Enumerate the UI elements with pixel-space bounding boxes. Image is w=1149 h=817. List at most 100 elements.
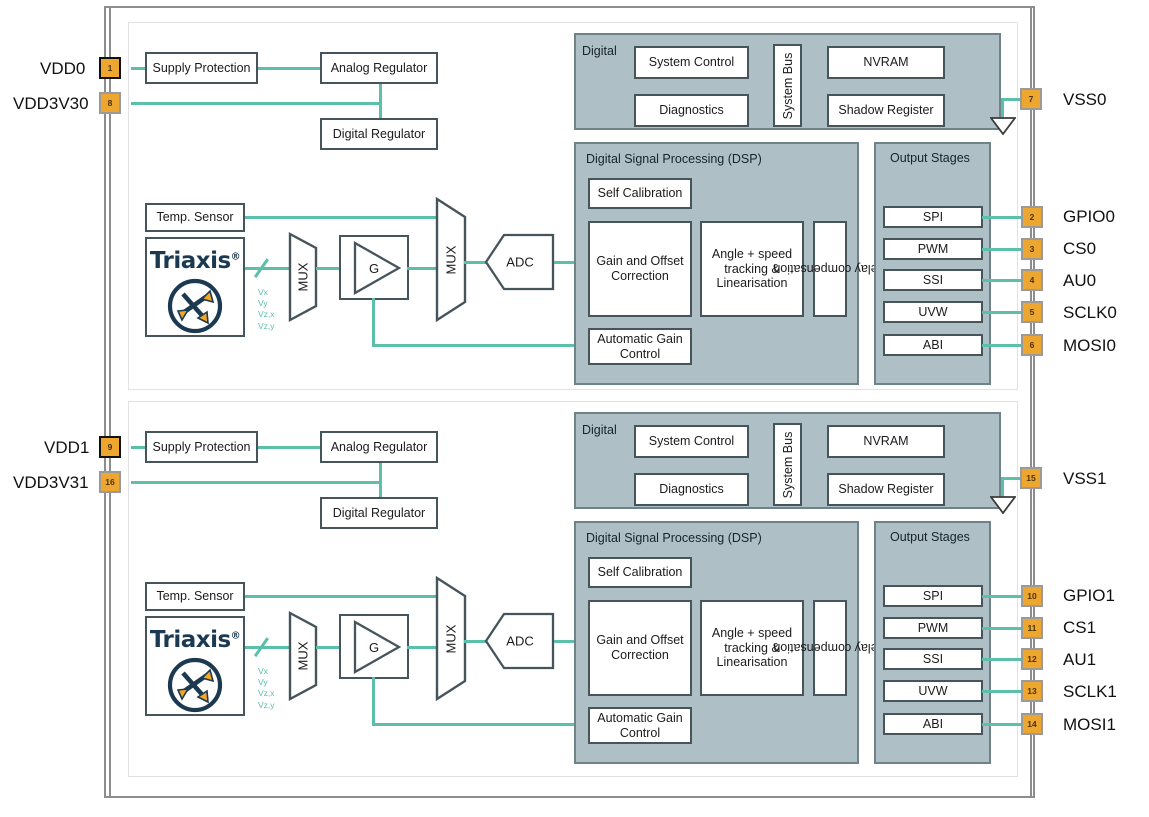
pin-label-au0: AU0 (1063, 271, 1097, 290)
svg-text:G: G (369, 640, 379, 655)
output-stage-uvw-1: UVW (883, 680, 983, 702)
wire-vdd1-supplyprotection (131, 446, 145, 449)
system-control-1: System Control (634, 425, 749, 458)
wire-gnd-h-1 (1001, 477, 1027, 480)
wire-agc-feedback-v-1 (372, 677, 375, 725)
svg-text:G: G (369, 261, 379, 276)
amplifier-triangle-icon-1: G (353, 619, 402, 674)
wire-muxout-adc-0 (464, 261, 486, 264)
wire-pwm-cs1 (982, 627, 1022, 630)
wire-muxin-amp-0 (316, 267, 340, 270)
signal-vy-1: Vy (258, 677, 268, 688)
pad-5[interactable]: 5 (1021, 301, 1043, 323)
temp-sensor-0: Temp. Sensor (145, 203, 245, 232)
diagnostics-0: Diagnostics (634, 94, 749, 127)
output-stage-ssi-1: SSI (883, 648, 983, 670)
die-outline-0 (128, 22, 1018, 390)
pin-label-vss1: VSS1 (1063, 469, 1107, 488)
signal-vzx-0: Vz,x (258, 309, 275, 320)
adc-0: ADC (484, 232, 556, 292)
digital-regulator-0: Digital Regulator (320, 118, 438, 150)
pad-4[interactable]: 4 (1021, 269, 1043, 291)
self-calibration-0: Self Calibration (588, 178, 692, 209)
pin-label-cs0: CS0 (1063, 239, 1097, 258)
amplifier-box-0: G (339, 235, 409, 300)
wire-adc-dsp-1 (554, 640, 588, 643)
wire-vdd3v31-bus (131, 481, 380, 484)
pad-2[interactable]: 2 (1021, 206, 1043, 228)
gain-offset-correction-0: Gain and Offset Correction (588, 221, 692, 317)
wire-abi-mosi0 (982, 344, 1022, 347)
diagnostics-1: Diagnostics (634, 473, 749, 506)
automatic-gain-control-0: Automatic Gain Control (588, 328, 692, 365)
amplifier-triangle-icon-0: G (353, 240, 402, 295)
pad-16[interactable]: 16 (99, 471, 121, 493)
wire-gnd-v-0 (1001, 100, 1004, 122)
wire-vdd3v30-bus (131, 102, 380, 105)
output-stage-abi-0: ABI (883, 334, 983, 356)
output-stages-title-0: Output Stages (890, 151, 970, 165)
shadow-register-1: Shadow Register (827, 473, 945, 506)
wire-triaxis-muxin-1 (245, 646, 290, 649)
input-mux-0: MUX (288, 232, 318, 322)
nvram-1: NVRAM (827, 425, 945, 458)
triaxis-wordmark-1: Triaxis® (150, 627, 241, 653)
signal-vzx-1: Vz,x (258, 688, 275, 699)
signal-vx-0: Vx (258, 287, 268, 297)
angle-speed-linearisation-1: Angle + speed tracking & Linearisation (700, 600, 804, 696)
wire-agc-feedback-h-1 (372, 723, 590, 726)
wire-pwm-cs0 (982, 248, 1022, 251)
pad-10[interactable]: 10 (1021, 585, 1043, 607)
pad-14[interactable]: 14 (1021, 713, 1043, 735)
pin-label-cs1: CS1 (1063, 618, 1097, 637)
wire-triaxis-muxin-0 (245, 267, 290, 270)
automatic-gain-control-1: Automatic Gain Control (588, 707, 692, 744)
wire-supplyprotection-analogreg-1 (258, 446, 320, 449)
self-calibration-1: Self Calibration (588, 557, 692, 588)
output-stage-spi-0: SPI (883, 206, 983, 228)
input-mux-label-0: MUX (295, 262, 311, 292)
signal-vzy-0: Vz,y (258, 320, 275, 331)
pad-13[interactable]: 13 (1021, 680, 1043, 702)
registered-icon-0: ® (230, 251, 241, 263)
registered-icon-1: ® (230, 630, 241, 642)
adc-1: ADC (484, 611, 556, 671)
ground-symbol-0 (989, 117, 1017, 140)
pad-11[interactable]: 11 (1021, 617, 1043, 639)
pad-8[interactable]: 8 (99, 92, 121, 114)
wire-gnd-h-0 (1001, 98, 1027, 101)
triaxis-arrows-icon-1 (166, 656, 224, 719)
output-stage-ssi-0: SSI (883, 269, 983, 291)
pin-label-vdd1: VDD1 (44, 438, 90, 457)
pad-7[interactable]: 7 (1020, 88, 1042, 110)
angle-speed-linearisation-0: Angle + speed tracking & Linearisation (700, 221, 804, 317)
wire-spi-gpio0 (982, 216, 1022, 219)
system-control-0: System Control (634, 46, 749, 79)
pad-6[interactable]: 6 (1021, 334, 1043, 356)
pad-9[interactable]: 9 (99, 436, 121, 458)
output-stage-abi-1: ABI (883, 713, 983, 735)
package-outline (104, 6, 1035, 798)
pad-15[interactable]: 15 (1020, 467, 1042, 489)
wire-ssi-au1 (982, 658, 1022, 661)
digital-panel-title-1: Digital (582, 423, 617, 437)
triaxis-wordmark-0: Triaxis® (150, 248, 241, 274)
pad-1[interactable]: 1 (99, 57, 121, 79)
supply-protection-1: Supply Protection (145, 431, 258, 463)
pin-label-vdd3v31: VDD3V31 (13, 473, 89, 492)
triaxis-logo-1: Triaxis® (145, 616, 245, 716)
signal-labels-1: Vx Vy Vz,x Vz,y (258, 666, 275, 711)
wire-agc-feedback-v-0 (372, 298, 375, 346)
pad-12[interactable]: 12 (1021, 648, 1043, 670)
pin-label-vdd3v30: VDD3V30 (13, 94, 89, 113)
digital-regulator-1: Digital Regulator (320, 497, 438, 529)
signal-vx-1: Vx (258, 666, 268, 676)
dsp-panel-title-1: Digital Signal Processing (DSP) (586, 531, 762, 545)
wire-uvw-sclk0 (982, 311, 1022, 314)
pin-label-sclk0: SCLK0 (1063, 303, 1117, 322)
wire-agc-feedback-h-0 (372, 344, 590, 347)
pad-3[interactable]: 3 (1021, 238, 1043, 260)
input-mux-1: MUX (288, 611, 318, 701)
pin-label-gpio1: GPIO1 (1063, 586, 1115, 605)
